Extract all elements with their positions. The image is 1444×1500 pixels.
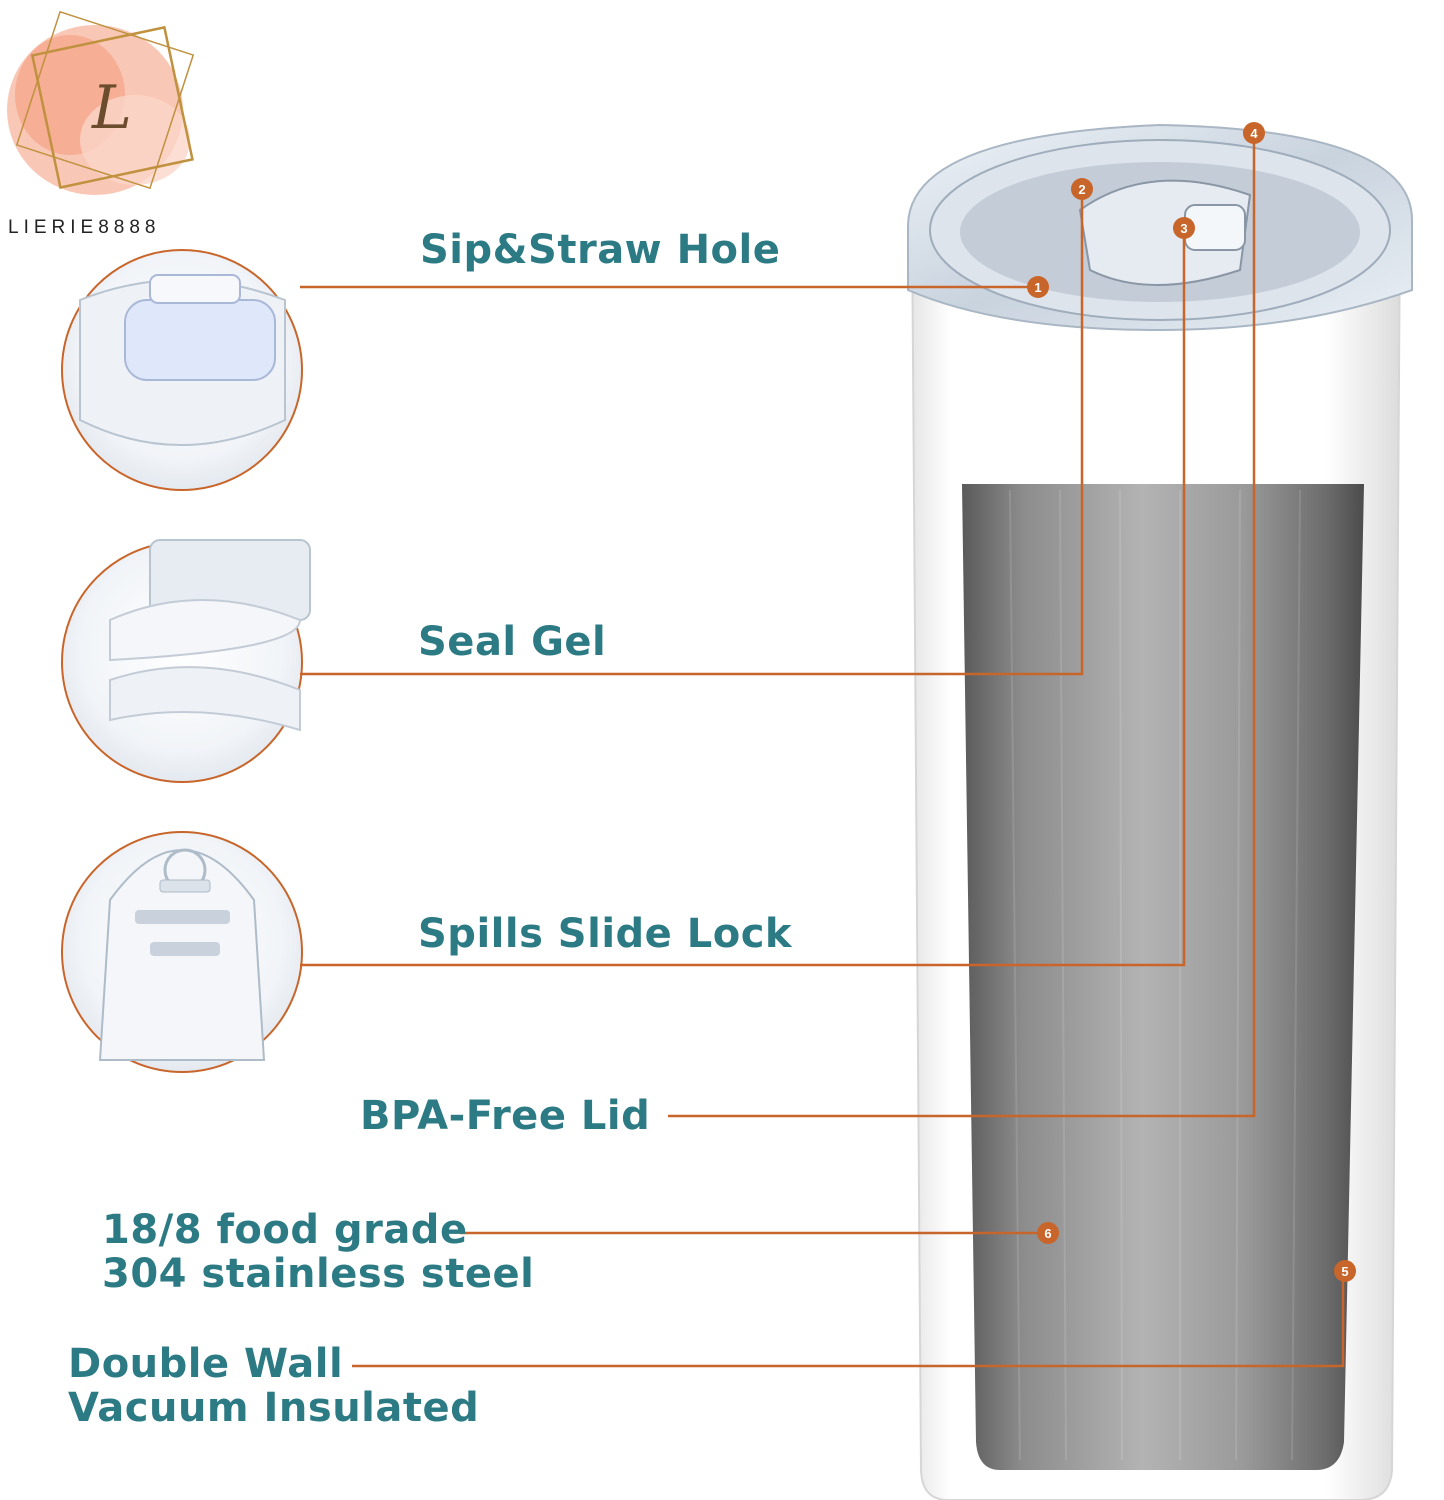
stainless-steel-cutaway: [962, 484, 1364, 1470]
label-double-wall: Double Wall Vacuum Insulated: [68, 1341, 480, 1431]
svg-text:4: 4: [1250, 126, 1258, 141]
leader-line-5: [352, 1272, 1345, 1368]
svg-text:3: 3: [1180, 221, 1187, 236]
marker-6: [1037, 1222, 1059, 1244]
detail-circle-sip-straw: [61, 249, 303, 491]
svg-text:1: 1: [1034, 280, 1041, 295]
marker-4: [1243, 122, 1265, 144]
label-seal-gel: Seal Gel: [418, 619, 607, 665]
leader-line-4: [668, 133, 1256, 1118]
label-sip-straw-hole: Sip&Straw Hole: [420, 227, 781, 273]
number-markers: 1 2 3 4 6 5: [1027, 122, 1356, 1282]
brand-logo: L: [7, 10, 195, 195]
svg-text:5: 5: [1341, 1264, 1348, 1279]
marker-3: [1173, 217, 1195, 239]
marker-5: [1334, 1260, 1356, 1282]
label-spills-slide-lock: Spills Slide Lock: [418, 911, 793, 957]
label-stainless-steel: 18/8 food grade 304 stainless steel: [102, 1207, 535, 1297]
brand-name: LIERIE8888: [8, 217, 161, 238]
leader-line-2: [300, 190, 1084, 676]
marker-2: [1071, 178, 1093, 200]
detail-circle-slide-lock: [61, 831, 303, 1073]
monogram-text: L: [91, 73, 132, 143]
detail-circle-seal-gel: [61, 539, 311, 783]
marker-1: [1027, 276, 1049, 298]
svg-text:2: 2: [1078, 182, 1085, 197]
label-bpa-free-lid: BPA-Free Lid: [360, 1093, 651, 1139]
svg-text:6: 6: [1044, 1226, 1051, 1241]
leader-lines: [300, 133, 1345, 1368]
tumbler: [907, 123, 1413, 1500]
leader-line-3: [300, 228, 1186, 967]
